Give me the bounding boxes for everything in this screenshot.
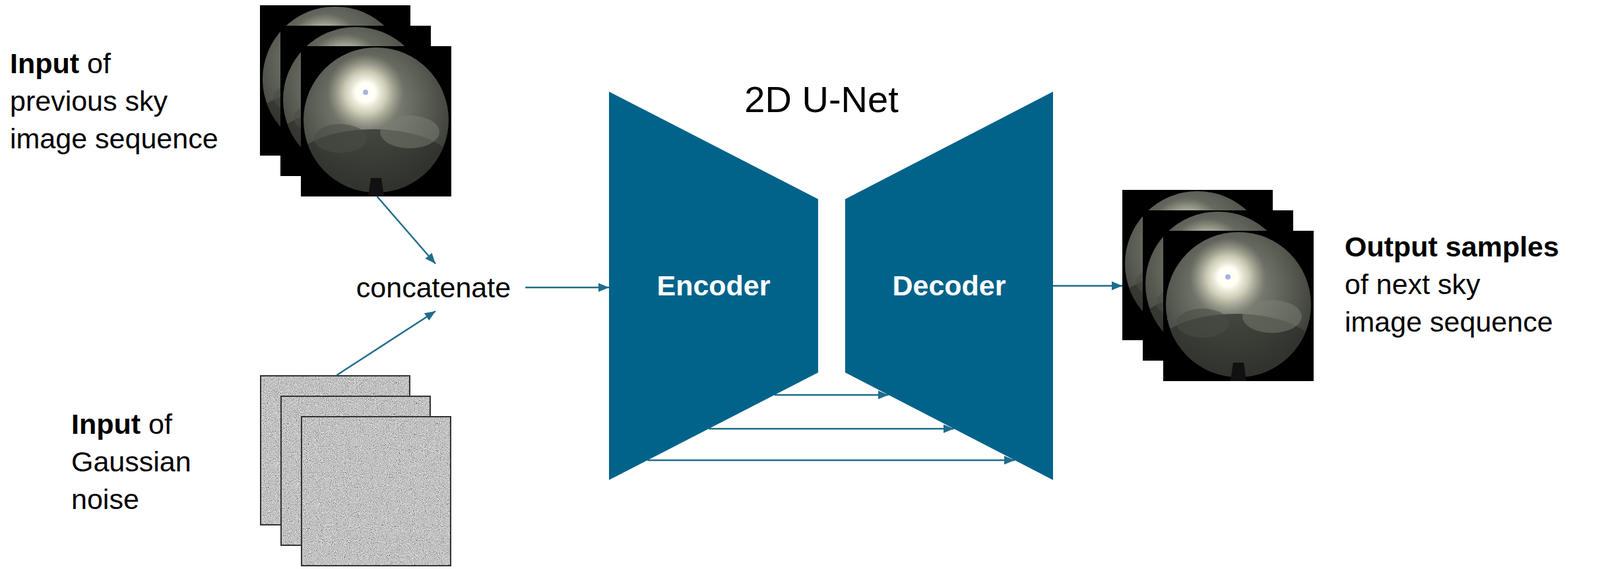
flow-arrow <box>377 196 436 264</box>
image-stack: Inputof Gaussian noise <box>259 375 452 569</box>
flow-arrow <box>336 311 436 376</box>
label-heading: Input <box>71 408 141 441</box>
image-stack: Output samplesof next sky image sequence <box>1122 190 1316 383</box>
flow-arrow <box>1053 285 1123 288</box>
skip-connection <box>708 428 955 431</box>
skip-connection <box>774 394 889 397</box>
skip-connection <box>647 459 1015 462</box>
sky-image-stack-out <box>1115 190 1315 383</box>
side-label: Output samplesof next sky image sequence <box>1344 228 1560 342</box>
label-heading: Output samples <box>1344 228 1560 266</box>
operation-node: concatenate <box>341 263 526 312</box>
label-heading: Input <box>9 47 80 80</box>
label-body: of next sky image sequence <box>1344 268 1554 338</box>
sky-image-stack-in <box>253 5 453 198</box>
operation-label: concatenate <box>356 270 511 305</box>
block-label: Decoder <box>892 269 1006 303</box>
flow-arrow <box>525 287 609 289</box>
side-label: Inputof previous sky image sequence <box>9 44 222 158</box>
side-label: Inputof Gaussian noise <box>71 405 204 519</box>
trapezoid-fill <box>608 91 819 481</box>
image-stack: Inputof previous sky image sequence <box>259 5 452 197</box>
network-title: 2D U-Net <box>744 77 898 121</box>
block-label: Encoder <box>656 269 770 303</box>
noise-stack <box>259 375 452 567</box>
decoder-block: Decoder <box>845 91 1054 481</box>
encoder-block: Encoder <box>608 91 819 481</box>
trapezoid-fill <box>845 91 1054 481</box>
